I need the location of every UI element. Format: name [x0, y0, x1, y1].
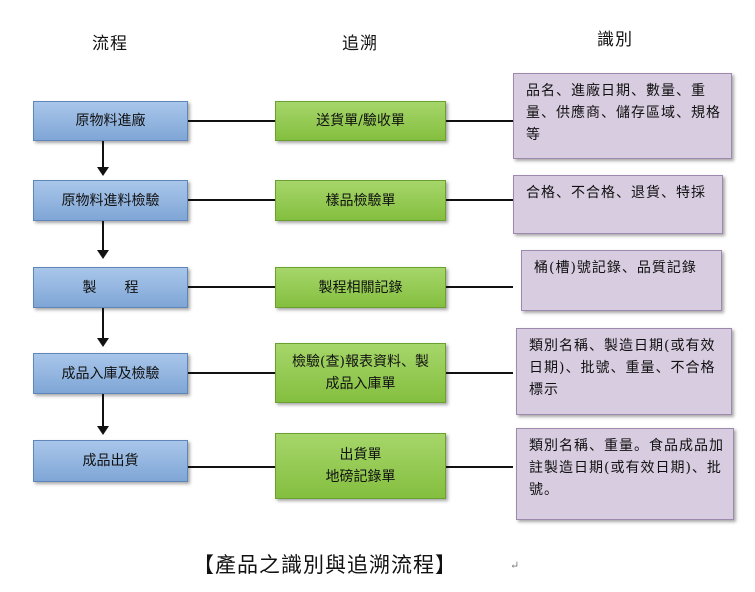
connector-line — [446, 372, 513, 374]
flow-arrowhead — [97, 250, 109, 259]
process-box: 製 程 — [33, 267, 188, 308]
diagram-caption: 【產品之識別與追溯流程】 — [193, 553, 457, 577]
connector-line — [446, 466, 513, 468]
record-box: 檢驗(查)報表資料、製成品入庫單 — [275, 343, 446, 403]
process-box: 原物料進料檢驗 — [33, 180, 188, 221]
identify-box: 合格、不合格、退貨、特採 — [513, 175, 723, 234]
connector-line — [188, 466, 275, 468]
flow-arrow-line — [102, 394, 104, 427]
record-box: 出貨單 地磅記錄單 — [275, 433, 446, 499]
process-box: 成品入庫及檢驗 — [33, 353, 188, 394]
flow-arrowhead — [97, 338, 109, 347]
header-flow: 流程 — [92, 34, 128, 54]
process-box: 原物料進廠 — [33, 101, 188, 141]
flow-arrowhead — [97, 167, 109, 176]
header-identify: 識別 — [597, 30, 633, 50]
identify-box: 品名、進廠日期、數量、重量、供應商、儲存區域、規格等 — [513, 73, 732, 159]
header-trace: 追溯 — [342, 34, 378, 54]
connector-line — [188, 199, 275, 201]
connector-line — [446, 120, 513, 122]
connector-line — [446, 286, 513, 288]
paragraph-mark: ↵ — [510, 559, 520, 572]
identify-box: 類別名稱、製造日期(或有效日期)、批號、重量、不合格標示 — [516, 328, 732, 415]
connector-line — [188, 120, 275, 122]
connector-line — [446, 199, 513, 201]
identify-box: 類別名稱、重量。食品成品加註製造日期(或有效日期)、批號。 — [516, 428, 734, 520]
connector-line — [188, 372, 275, 374]
record-box: 樣品檢驗單 — [275, 180, 446, 221]
flow-arrow-line — [102, 308, 104, 339]
flow-arrow-line — [102, 221, 104, 251]
flow-arrowhead — [97, 426, 109, 435]
record-box: 送貨單/驗收單 — [275, 101, 446, 141]
identify-box: 桶(槽)號記錄、品質記錄 — [521, 250, 722, 311]
process-box: 成品出貨 — [33, 440, 188, 482]
connector-line — [188, 286, 275, 288]
record-box: 製程相關記錄 — [275, 267, 446, 308]
flow-arrow-line — [102, 141, 104, 168]
